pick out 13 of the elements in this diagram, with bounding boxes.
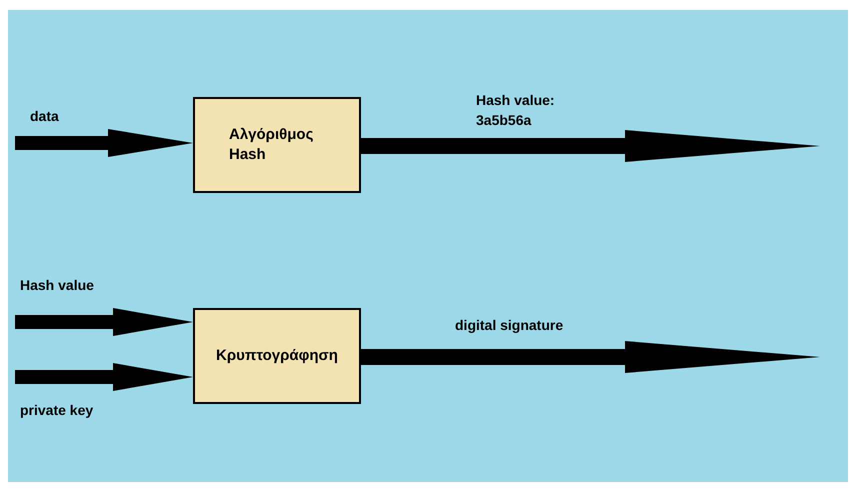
process-box [193,97,361,193]
edge-label: private key [20,401,94,420]
box-label: Κρυπτογράφηση [216,346,338,366]
arrow [361,130,820,162]
arrow [15,129,193,157]
edge-label: Hash value: 3a5b56a [476,91,556,130]
edge-label: data [30,107,59,126]
arrow [15,308,193,336]
edge-label: Hash value [20,276,94,295]
process-box [193,308,361,404]
arrow [361,341,820,373]
edge-label: digital signature [455,316,564,335]
arrow [15,363,193,391]
